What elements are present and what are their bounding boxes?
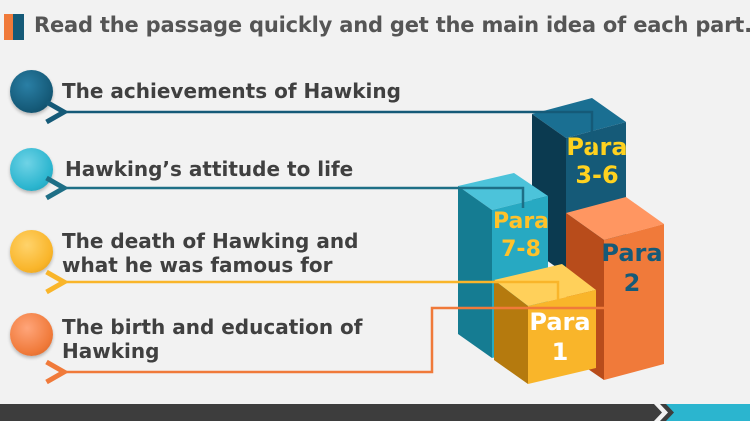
footer-bar — [0, 404, 750, 421]
block-para-2-line1: Para — [601, 239, 662, 267]
block-para-3-6-line2: 3-6 — [575, 161, 618, 189]
block-para-7-8-line2: 7-8 — [501, 237, 541, 262]
item-2-label: Hawking’s attitude to life — [65, 157, 354, 181]
block-para-1-line1: Para — [529, 308, 590, 336]
block-para-2-line2: 2 — [624, 269, 641, 297]
block-para-1-line2: 1 — [552, 338, 569, 366]
item-4-label-line2: Hawking — [62, 339, 160, 363]
bullet-dot-4 — [10, 313, 53, 356]
arrow-para-3-6 — [64, 112, 594, 150]
title-accent-blue — [13, 14, 24, 40]
arrow-para-7-8 — [64, 188, 525, 208]
item-3-label-line1: The death of Hawking and — [62, 229, 359, 253]
title-accent-orange — [4, 14, 14, 40]
item-4-label-line1: The birth and education of — [62, 315, 363, 339]
arrow-para-1 — [64, 282, 560, 300]
item-3-label-line2: what he was famous for — [62, 253, 333, 277]
slide-title: Read the passage quickly and get the mai… — [34, 13, 750, 37]
slide-title-bar: Read the passage quickly and get the mai… — [0, 10, 750, 40]
item-1-label: The achievements of Hawking — [62, 79, 401, 103]
bullet-dot-3 — [10, 230, 53, 273]
title-accent-mark — [4, 14, 24, 40]
arrow-para-2 — [64, 306, 632, 372]
block-para-3-6-line1: Para — [566, 133, 627, 161]
block-para-7-8-line1: Para — [493, 209, 549, 234]
block-para-1: Para 1 — [494, 264, 596, 384]
